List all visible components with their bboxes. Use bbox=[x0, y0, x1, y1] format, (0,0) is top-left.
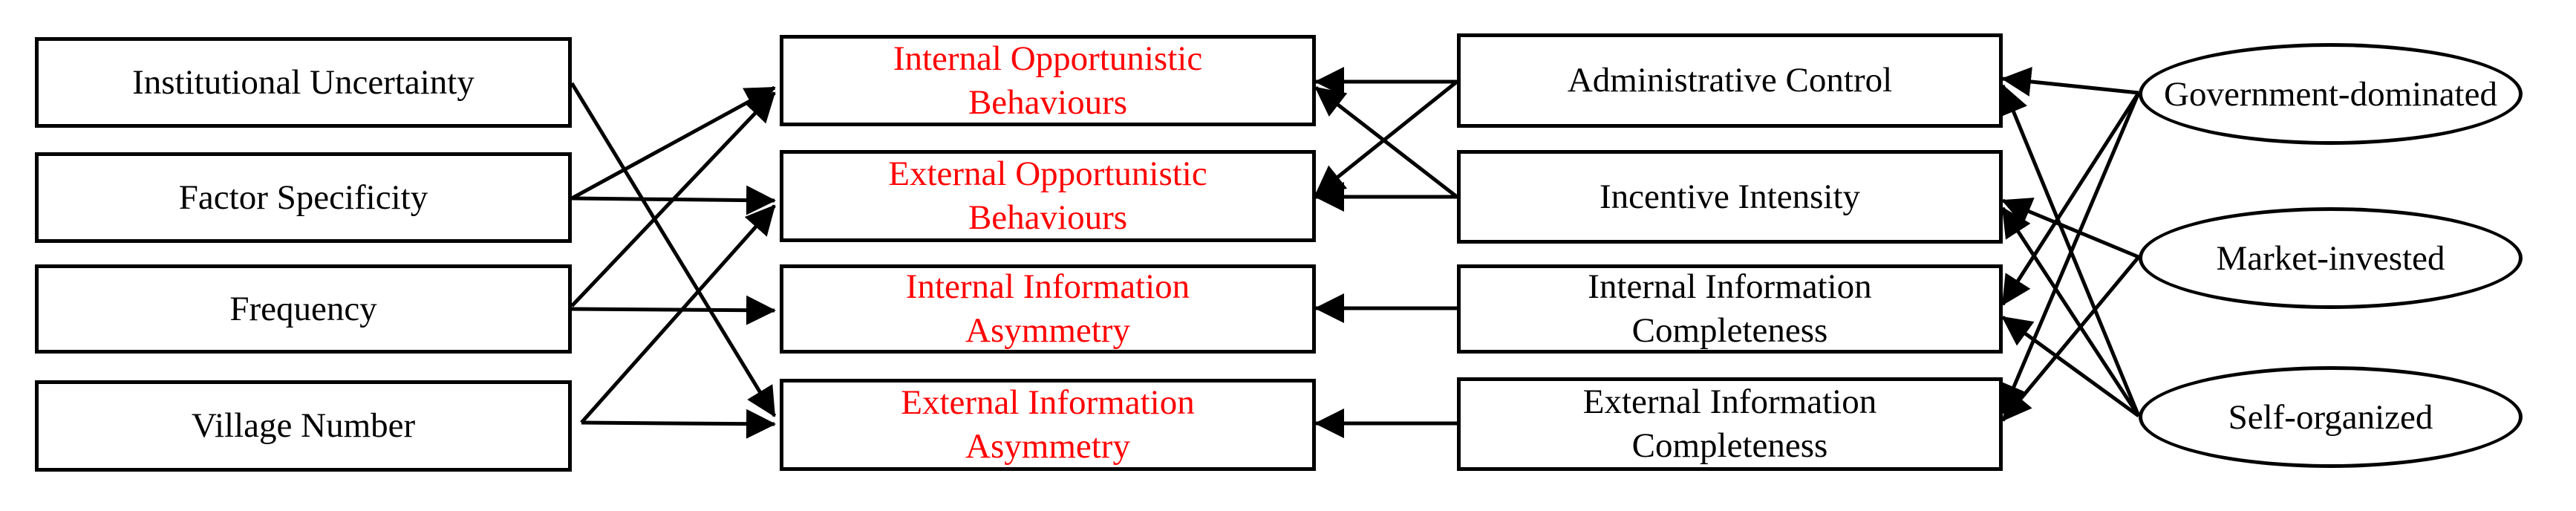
node-label: Internal Information Completeness bbox=[1588, 267, 1872, 350]
arrow-factor-to-internal-opportunistic bbox=[570, 85, 776, 201]
node-government-dominated: Government-dominated bbox=[2139, 43, 2523, 145]
arrow-government-to-admin bbox=[2001, 67, 2139, 97]
node-incentive-intensity: Incentive Intensity bbox=[1457, 150, 2003, 244]
node-market-invested: Market-invested bbox=[2139, 207, 2523, 309]
arrow-admin-to-external-opportunistic bbox=[1314, 80, 1458, 196]
node-village-number: Village Number bbox=[35, 380, 572, 472]
arrow-incentive-to-internal-opportunistic bbox=[1314, 86, 1458, 198]
arrow-self-to-incentive bbox=[2001, 206, 2141, 417]
node-label: Market-invested bbox=[2216, 238, 2445, 278]
node-label: Government-dominated bbox=[2164, 74, 2497, 114]
node-factor-specificity: Factor Specificity bbox=[35, 152, 572, 243]
node-label: Village Number bbox=[191, 406, 416, 446]
node-label: Frequency bbox=[229, 289, 377, 328]
node-label: External Opportunistic Behaviours bbox=[888, 154, 1207, 237]
node-label: Institutional Uncertainty bbox=[132, 62, 475, 102]
arrow-self-to-admin bbox=[1999, 84, 2141, 417]
arrow-village-to-external-opportunistic bbox=[580, 204, 776, 424]
node-internal-information-completeness: Internal Information Completeness bbox=[1457, 264, 2003, 354]
arrow-frequency-to-internal-asymmetry bbox=[571, 295, 776, 325]
arrow-frequency-to-internal-opportunistic bbox=[570, 91, 776, 307]
node-label: External Information Asymmetry bbox=[901, 383, 1195, 466]
node-external-opportunistic-behaviours: External Opportunistic Behaviours bbox=[780, 150, 1316, 242]
node-label: Factor Specificity bbox=[178, 178, 428, 217]
node-label: Administrative Control bbox=[1567, 61, 1893, 100]
node-label: External Information Completeness bbox=[1582, 383, 1877, 465]
arrow-government-to-internal-completeness bbox=[2001, 91, 2141, 306]
arrow-institutional-to-external-asymmetry bbox=[570, 82, 777, 417]
arrow-market-to-external-completeness bbox=[2001, 256, 2140, 422]
node-frequency: Frequency bbox=[35, 264, 572, 354]
node-label: Internal Information Asymmetry bbox=[905, 267, 1190, 350]
node-administrative-control: Administrative Control bbox=[1457, 33, 2003, 128]
node-internal-information-asymmetry: Internal Information Asymmetry bbox=[780, 264, 1316, 354]
arrow-village-to-external-asymmetry bbox=[581, 409, 776, 439]
node-internal-opportunistic-behaviours: Internal Opportunistic Behaviours bbox=[780, 35, 1316, 126]
node-label: Incentive Intensity bbox=[1599, 177, 1861, 216]
node-label: Internal Opportunistic Behaviours bbox=[893, 39, 1203, 122]
arrow-self-to-internal-completeness bbox=[2001, 315, 2140, 418]
node-self-organized: Self-organized bbox=[2139, 366, 2523, 468]
node-label: Self-organized bbox=[2228, 397, 2433, 437]
node-institutional-uncertainty: Institutional Uncertainty bbox=[35, 37, 572, 128]
node-external-information-completeness: External Information Completeness bbox=[1457, 377, 2003, 471]
node-external-information-asymmetry: External Information Asymmetry bbox=[780, 379, 1316, 471]
